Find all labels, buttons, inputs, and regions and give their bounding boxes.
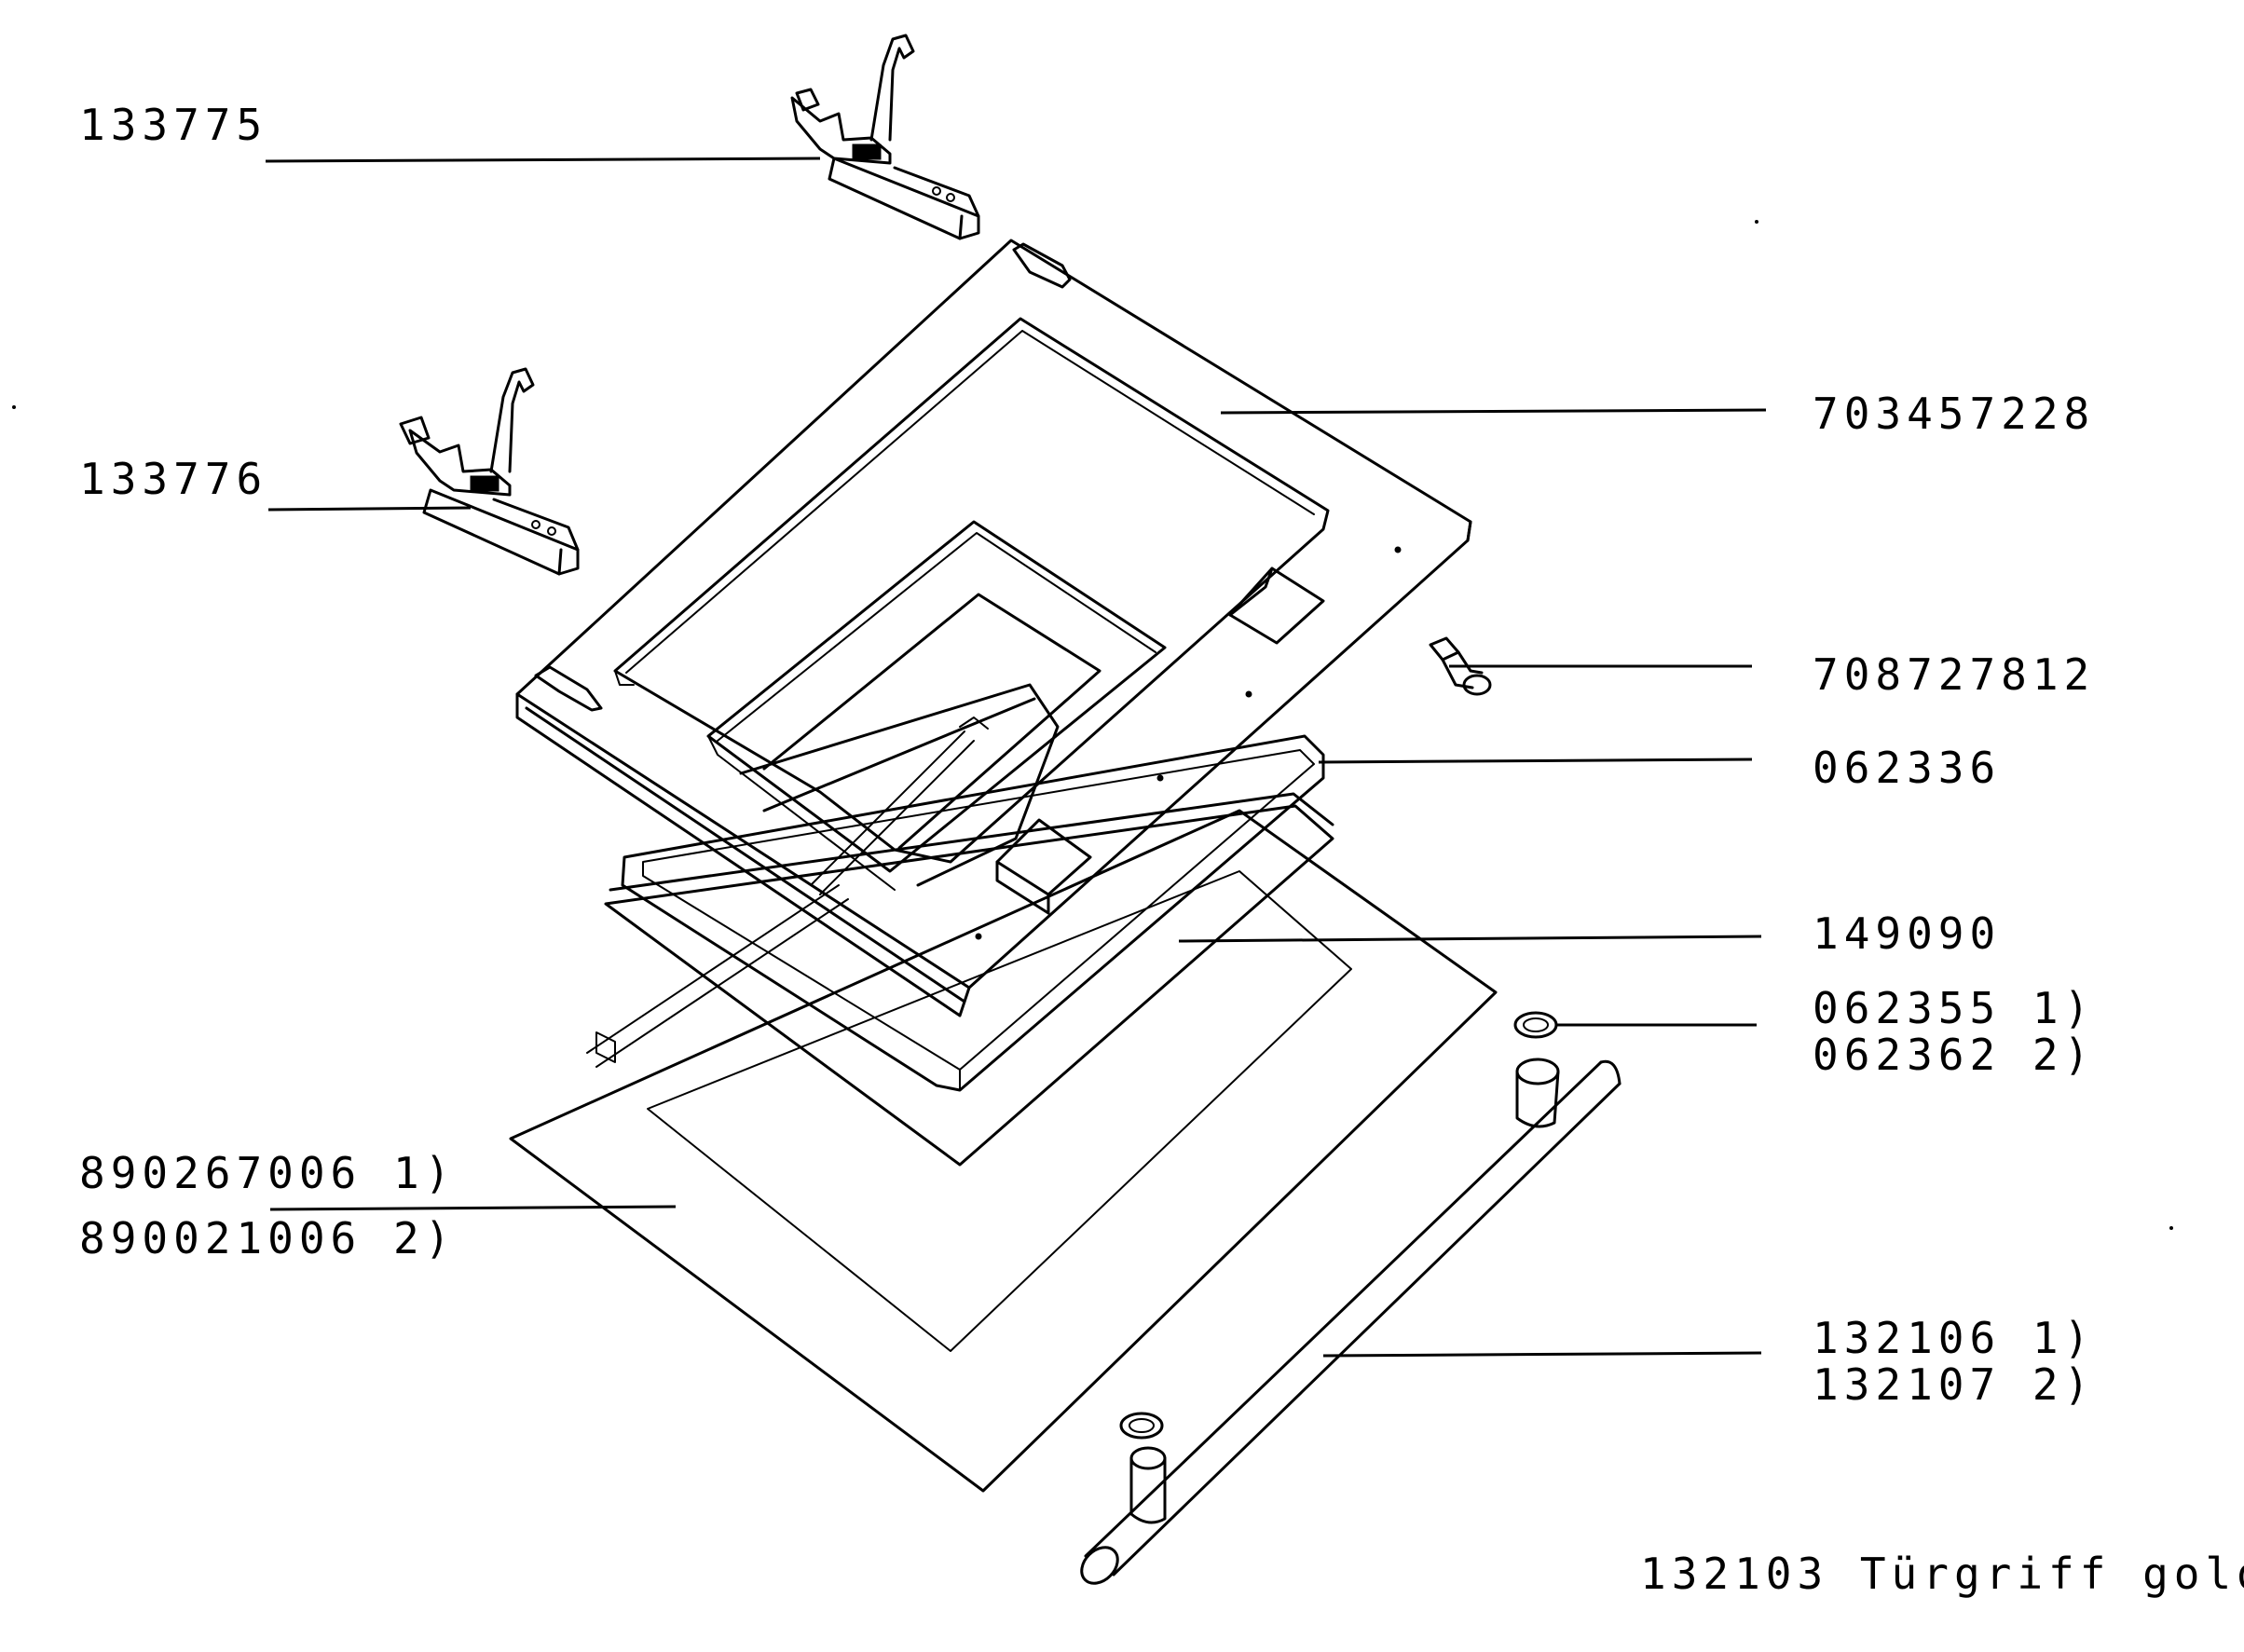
label-062355: 062355 1) [1813, 983, 2095, 1033]
label-133776: 133776 [79, 454, 267, 504]
scan-speck [1755, 220, 1758, 224]
door-clip-icon [1429, 636, 1492, 696]
outer-glass-pane [509, 809, 1498, 1493]
scan-speck [12, 405, 16, 409]
leader-lines [265, 157, 1767, 1358]
washer-ring-icon [1513, 1011, 1558, 1039]
label-890021006: 890021006 2) [79, 1213, 456, 1263]
door-handle-icon [1080, 1058, 1621, 1585]
label-133775: 133775 [79, 100, 267, 150]
door-seal [621, 734, 1325, 1092]
door-frame [515, 239, 1472, 1017]
scan-speck [2169, 1226, 2173, 1230]
part-labels: 133775 133776 703457228 708727812 062336… [79, 100, 2244, 1599]
label-132107: 132107 2) [1813, 1359, 2095, 1410]
label-708727812: 708727812 [1813, 649, 2095, 700]
label-062336: 062336 [1813, 743, 2001, 793]
label-149090: 149090 [1813, 908, 2001, 959]
label-132106: 132106 1) [1813, 1313, 2095, 1363]
hinge-bracket-icon [399, 367, 580, 576]
label-890267006: 890267006 1) [79, 1148, 456, 1198]
label-062362: 062362 2) [1813, 1030, 2095, 1080]
label-703457228: 703457228 [1813, 389, 2095, 439]
label-132103-gold-handle: 132103 Türgriff gold [1640, 1549, 2244, 1599]
hinge-bracket-icon [790, 34, 980, 240]
